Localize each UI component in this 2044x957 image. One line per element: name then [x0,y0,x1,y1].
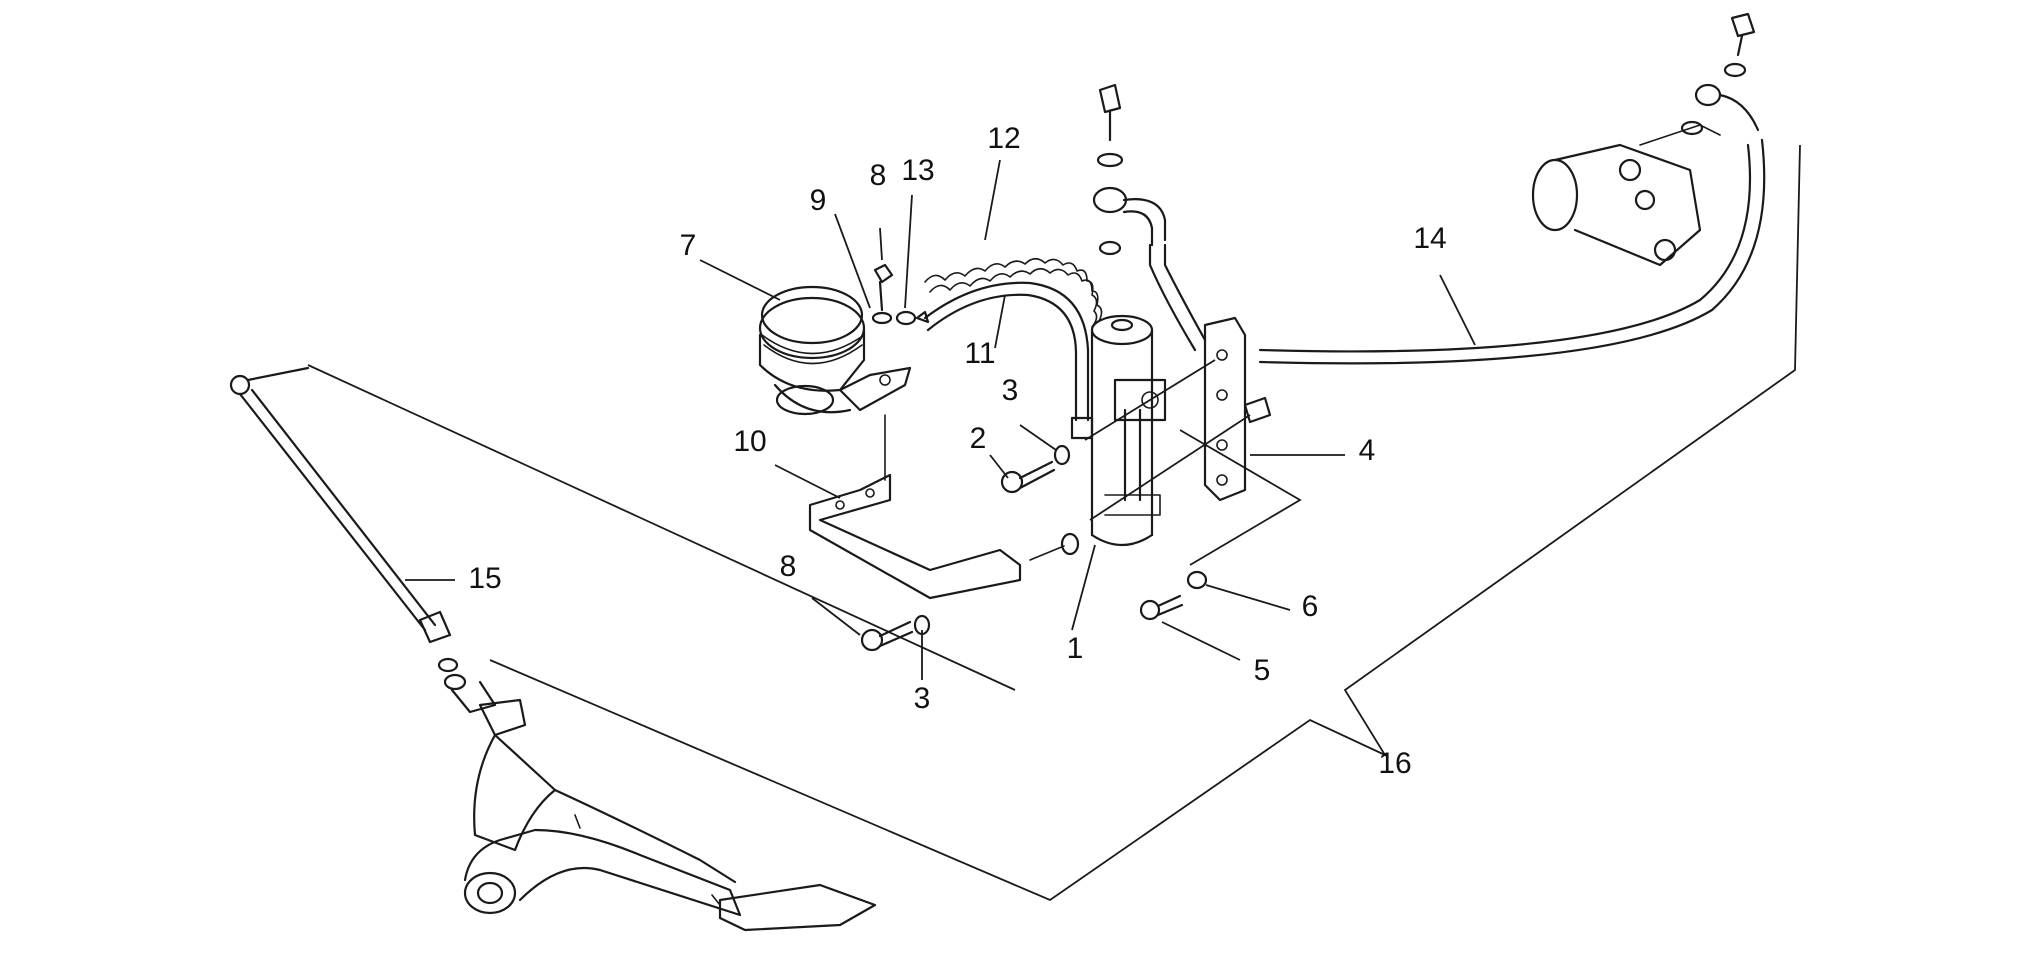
fasteners-top [871,263,930,326]
callout-16: 16 [1378,747,1411,780]
callout-4: 4 [1359,434,1376,467]
callout-11: 11 [964,337,995,370]
protection-spring [924,257,1103,328]
callout-labels: 1 2 3 3 4 5 6 7 8 8 9 10 11 12 13 14 15 … [468,122,1446,780]
callout-10: 10 [733,425,766,458]
caliper-banjo-fitting [1680,12,1760,136]
callout-8-upper: 8 [870,159,887,192]
bolt-8-lower [860,614,931,652]
group-outline-16 [307,144,1801,902]
support-bracket [1203,316,1272,502]
rear-brake-pipe [1258,138,1766,365]
callout-5: 5 [1254,654,1271,687]
top-banjo-fitting [1092,83,1207,352]
callout-7: 7 [680,229,697,262]
callout-3-lower: 3 [914,682,931,715]
rear-caliper [1531,124,1721,267]
callout-2: 2 [970,422,987,455]
reservoir-hose [923,281,1094,440]
washers-right [1029,532,1080,561]
callout-leaders [405,159,1476,680]
push-rod [229,366,497,714]
callout-9: 9 [810,184,827,217]
bolt-2 [1000,444,1071,494]
callout-3-upper: 3 [1002,374,1019,407]
callout-1: 1 [1067,632,1084,665]
master-cylinder [1090,314,1167,546]
callout-6: 6 [1302,590,1319,623]
callout-13: 13 [901,154,934,187]
lower-bracket [808,414,1022,600]
brake-pedal [463,698,877,932]
callout-14: 14 [1413,222,1446,255]
bolt-5-6 [1139,570,1208,621]
callout-12: 12 [987,122,1020,155]
callout-8-lower: 8 [780,550,797,583]
assembly-guide-lines [1084,359,1302,566]
brake-fluid-reservoir [758,285,912,416]
callout-15: 15 [468,562,501,595]
